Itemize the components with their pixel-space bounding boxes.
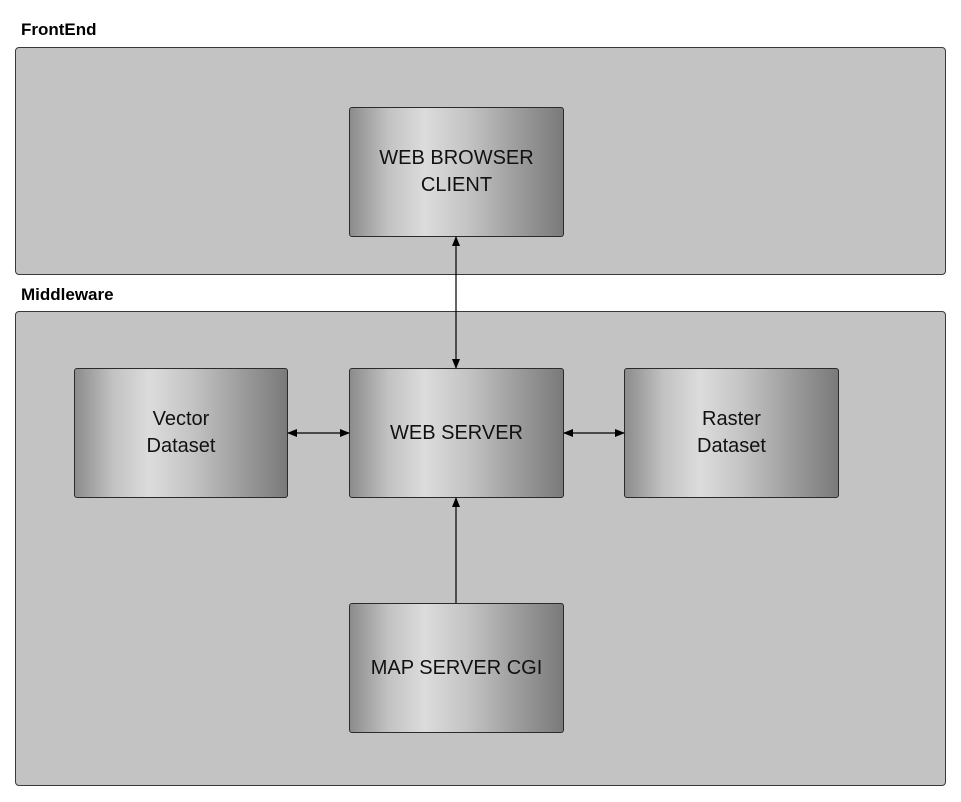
vector-dataset-node[interactable]: Vector Dataset (74, 368, 288, 498)
web-server-node[interactable]: WEB SERVER (349, 368, 564, 498)
raster-dataset-node[interactable]: Raster Dataset (624, 368, 839, 498)
middleware-title: Middleware (21, 285, 114, 304)
web-browser-client-node[interactable]: WEB BROWSER CLIENT (349, 107, 564, 237)
frontend-title: FrontEnd (21, 20, 97, 39)
map-server-cgi-node[interactable]: MAP SERVER CGI (349, 603, 564, 733)
